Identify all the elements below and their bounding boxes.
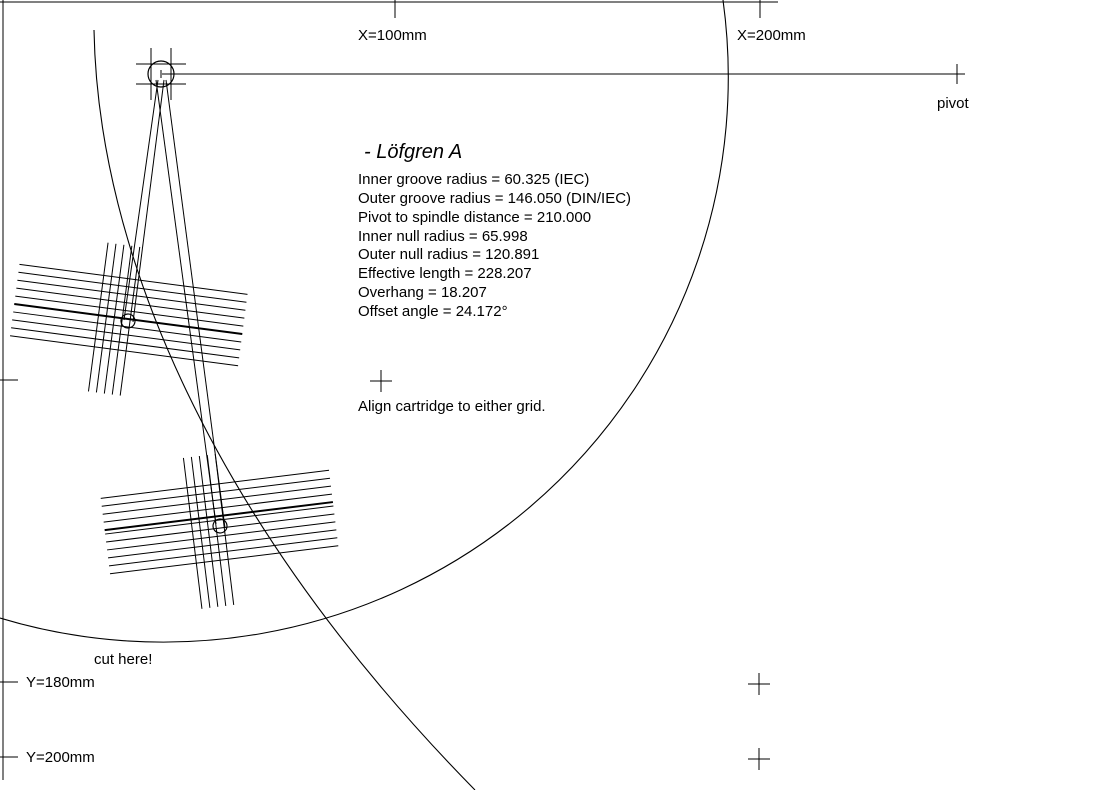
registration-cross-y180 [748, 673, 770, 695]
spindle-crosshair [136, 48, 186, 100]
spec-line: Inner null radius = 65.998 [358, 228, 528, 245]
inner-null-line-b [132, 79, 165, 323]
label-pivot: pivot [937, 95, 970, 112]
label-y200: Y=200mm [26, 749, 95, 766]
spec-line: Pivot to spindle distance = 210.000 [358, 209, 591, 226]
arm-sweep-arc [93, 29, 476, 790]
outer-null-grid [100, 453, 339, 609]
spec-line: Offset angle = 24.172° [358, 303, 508, 320]
spec-line: Inner groove radius = 60.325 (IEC) [358, 171, 589, 188]
record-edge-arc [0, 0, 729, 643]
instruction-text: Align cartridge to either grid. [358, 398, 546, 415]
registration-cross-y200 [748, 748, 770, 770]
label-x200: X=200mm [737, 27, 806, 44]
protractor-title: - Löfgren A [364, 141, 462, 163]
registration-cross-center [370, 370, 392, 392]
label-cut-here: cut here! [94, 651, 152, 668]
spec-line: Outer groove radius = 146.050 (DIN/IEC) [358, 190, 631, 207]
inner-null-grid [10, 242, 248, 396]
spec-line: Outer null radius = 120.891 [358, 246, 539, 263]
spec-line: Overhang = 18.207 [358, 284, 487, 301]
spec-line: Effective length = 228.207 [358, 265, 532, 282]
label-y180: Y=180mm [26, 674, 95, 691]
label-x100: X=100mm [358, 27, 427, 44]
inner-null-line-a [123, 79, 159, 321]
